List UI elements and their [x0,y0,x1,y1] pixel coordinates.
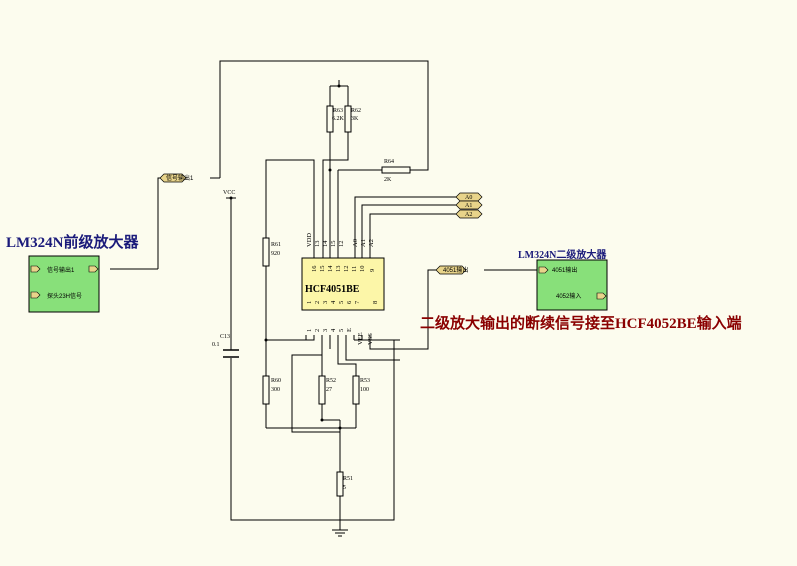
svg-text:4: 4 [330,300,337,304]
svg-text:12: 12 [338,241,345,248]
pin-9: 9 [369,269,376,272]
output-4051-flag[interactable]: 4051输出 [435,265,468,275]
chip-bottom-pin-numbers: 1 2 3 4 5 6 7 8 [306,300,379,304]
pin-12: 12 [343,266,350,273]
svg-text:300: 300 [271,387,280,393]
svg-text:4: 4 [330,328,337,332]
ground-symbol [332,529,348,537]
address-flag-a1[interactable]: A1 [455,200,483,210]
feedback-wire [219,60,429,178]
pin-14: 14 [327,265,334,272]
svg-text:VEE: VEE [357,332,364,345]
svg-text:VDD: VDD [306,233,313,247]
svg-text:27: 27 [326,387,332,393]
svg-text:6: 6 [346,300,353,304]
chip-bottom-pin-names: 1 2 3 4 5 E VEE VSS [306,328,374,345]
stage2-title: LM324N二级放大器 [518,248,607,261]
svg-text:2K: 2K [384,177,392,183]
resistor-r61[interactable]: R61 920 [262,237,281,267]
svg-text:4051输出: 4051输出 [552,266,577,274]
resistor-r62[interactable]: R62 3K [344,105,361,133]
svg-text:8: 8 [372,301,379,304]
svg-text:0.1: 0.1 [212,342,220,348]
svg-text:探头23H信号: 探头23H信号 [47,292,82,300]
chip-label: HCF4051BE [305,284,360,295]
annotation-note: 二级放大输出的断续信号接至HCF4052BE输入端 [420,314,742,332]
svg-text:5: 5 [343,485,346,491]
resistor-r51[interactable]: R51 5 [336,471,353,497]
capacitor-c13[interactable]: C13 0.1 [212,334,239,358]
chip-top-pin-names: VDD 13 14 15 12 A0 A1 A2 [306,233,375,247]
svg-text:R60: R60 [271,378,281,384]
svg-text:920: 920 [271,251,280,257]
svg-text:14: 14 [322,240,329,247]
svg-text:R63: R63 [333,108,343,114]
chip-top-pin-numbers: 16 15 14 13 12 11 10 9 [311,265,376,272]
svg-text:4051输出: 4051输出 [443,266,468,274]
svg-text:信号输出1: 信号输出1 [166,174,194,182]
address-flag-a0[interactable]: A0 [455,192,483,202]
svg-text:A1: A1 [465,203,472,209]
svg-text:2: 2 [314,301,321,304]
svg-text:4052输入: 4052输入 [556,292,581,300]
lm324n-stage2-block[interactable]: 4051输出 4052输入 [536,259,608,311]
svg-text:信号输出1: 信号输出1 [47,266,75,274]
address-flag-a2[interactable]: A2 [455,209,483,219]
resistor-r64[interactable]: R64 2K [381,159,411,183]
svg-text:R62: R62 [351,108,361,114]
resistor-r63[interactable]: R63 6.2K [326,105,345,133]
resistor-r52[interactable]: R52 27 [318,375,336,405]
pin-16: 16 [311,265,318,272]
svg-text:R53: R53 [360,378,370,384]
svg-text:1: 1 [306,329,313,332]
pin-10: 10 [359,266,366,273]
resistor-r53[interactable]: R53 100 [352,375,370,405]
preamp-title: LM324N前级放大器 [6,233,139,251]
junction-dots [229,84,342,430]
svg-text:VSS: VSS [367,333,374,345]
svg-text:7: 7 [354,300,361,304]
svg-text:100: 100 [360,387,369,393]
pin-13: 13 [335,266,342,273]
svg-text:A0: A0 [352,239,359,247]
svg-text:VCC: VCC [223,190,235,196]
svg-text:5: 5 [338,329,345,332]
svg-text:E: E [346,328,353,332]
pin-15: 15 [319,266,326,273]
svg-text:A1: A1 [360,239,367,247]
svg-text:R51: R51 [343,476,353,482]
svg-text:2: 2 [314,329,321,332]
svg-text:R52: R52 [326,378,336,384]
svg-text:1: 1 [306,301,313,304]
svg-text:3K: 3K [351,116,359,122]
svg-text:6.2K: 6.2K [332,116,345,122]
lm324n-preamp-block[interactable]: 信号输出1 探头23H信号 [28,255,100,313]
resistor-r60[interactable]: R60 300 [262,375,281,405]
svg-text:15: 15 [330,241,337,248]
svg-text:A2: A2 [368,239,375,247]
svg-text:R64: R64 [384,159,394,165]
pin-11: 11 [351,266,358,272]
signal-output-flag[interactable]: 信号输出1 [110,173,194,270]
svg-text:R61: R61 [271,242,281,248]
svg-text:A2: A2 [465,212,472,218]
svg-text:A0: A0 [465,195,472,201]
svg-text:3: 3 [322,301,329,304]
svg-text:C13: C13 [220,334,230,340]
svg-text:5: 5 [338,301,345,304]
svg-text:13: 13 [314,241,321,248]
hcf4051be-chip[interactable]: HCF4051BE [301,257,385,311]
vcc-symbol: VCC [223,190,236,199]
svg-text:3: 3 [322,329,329,332]
